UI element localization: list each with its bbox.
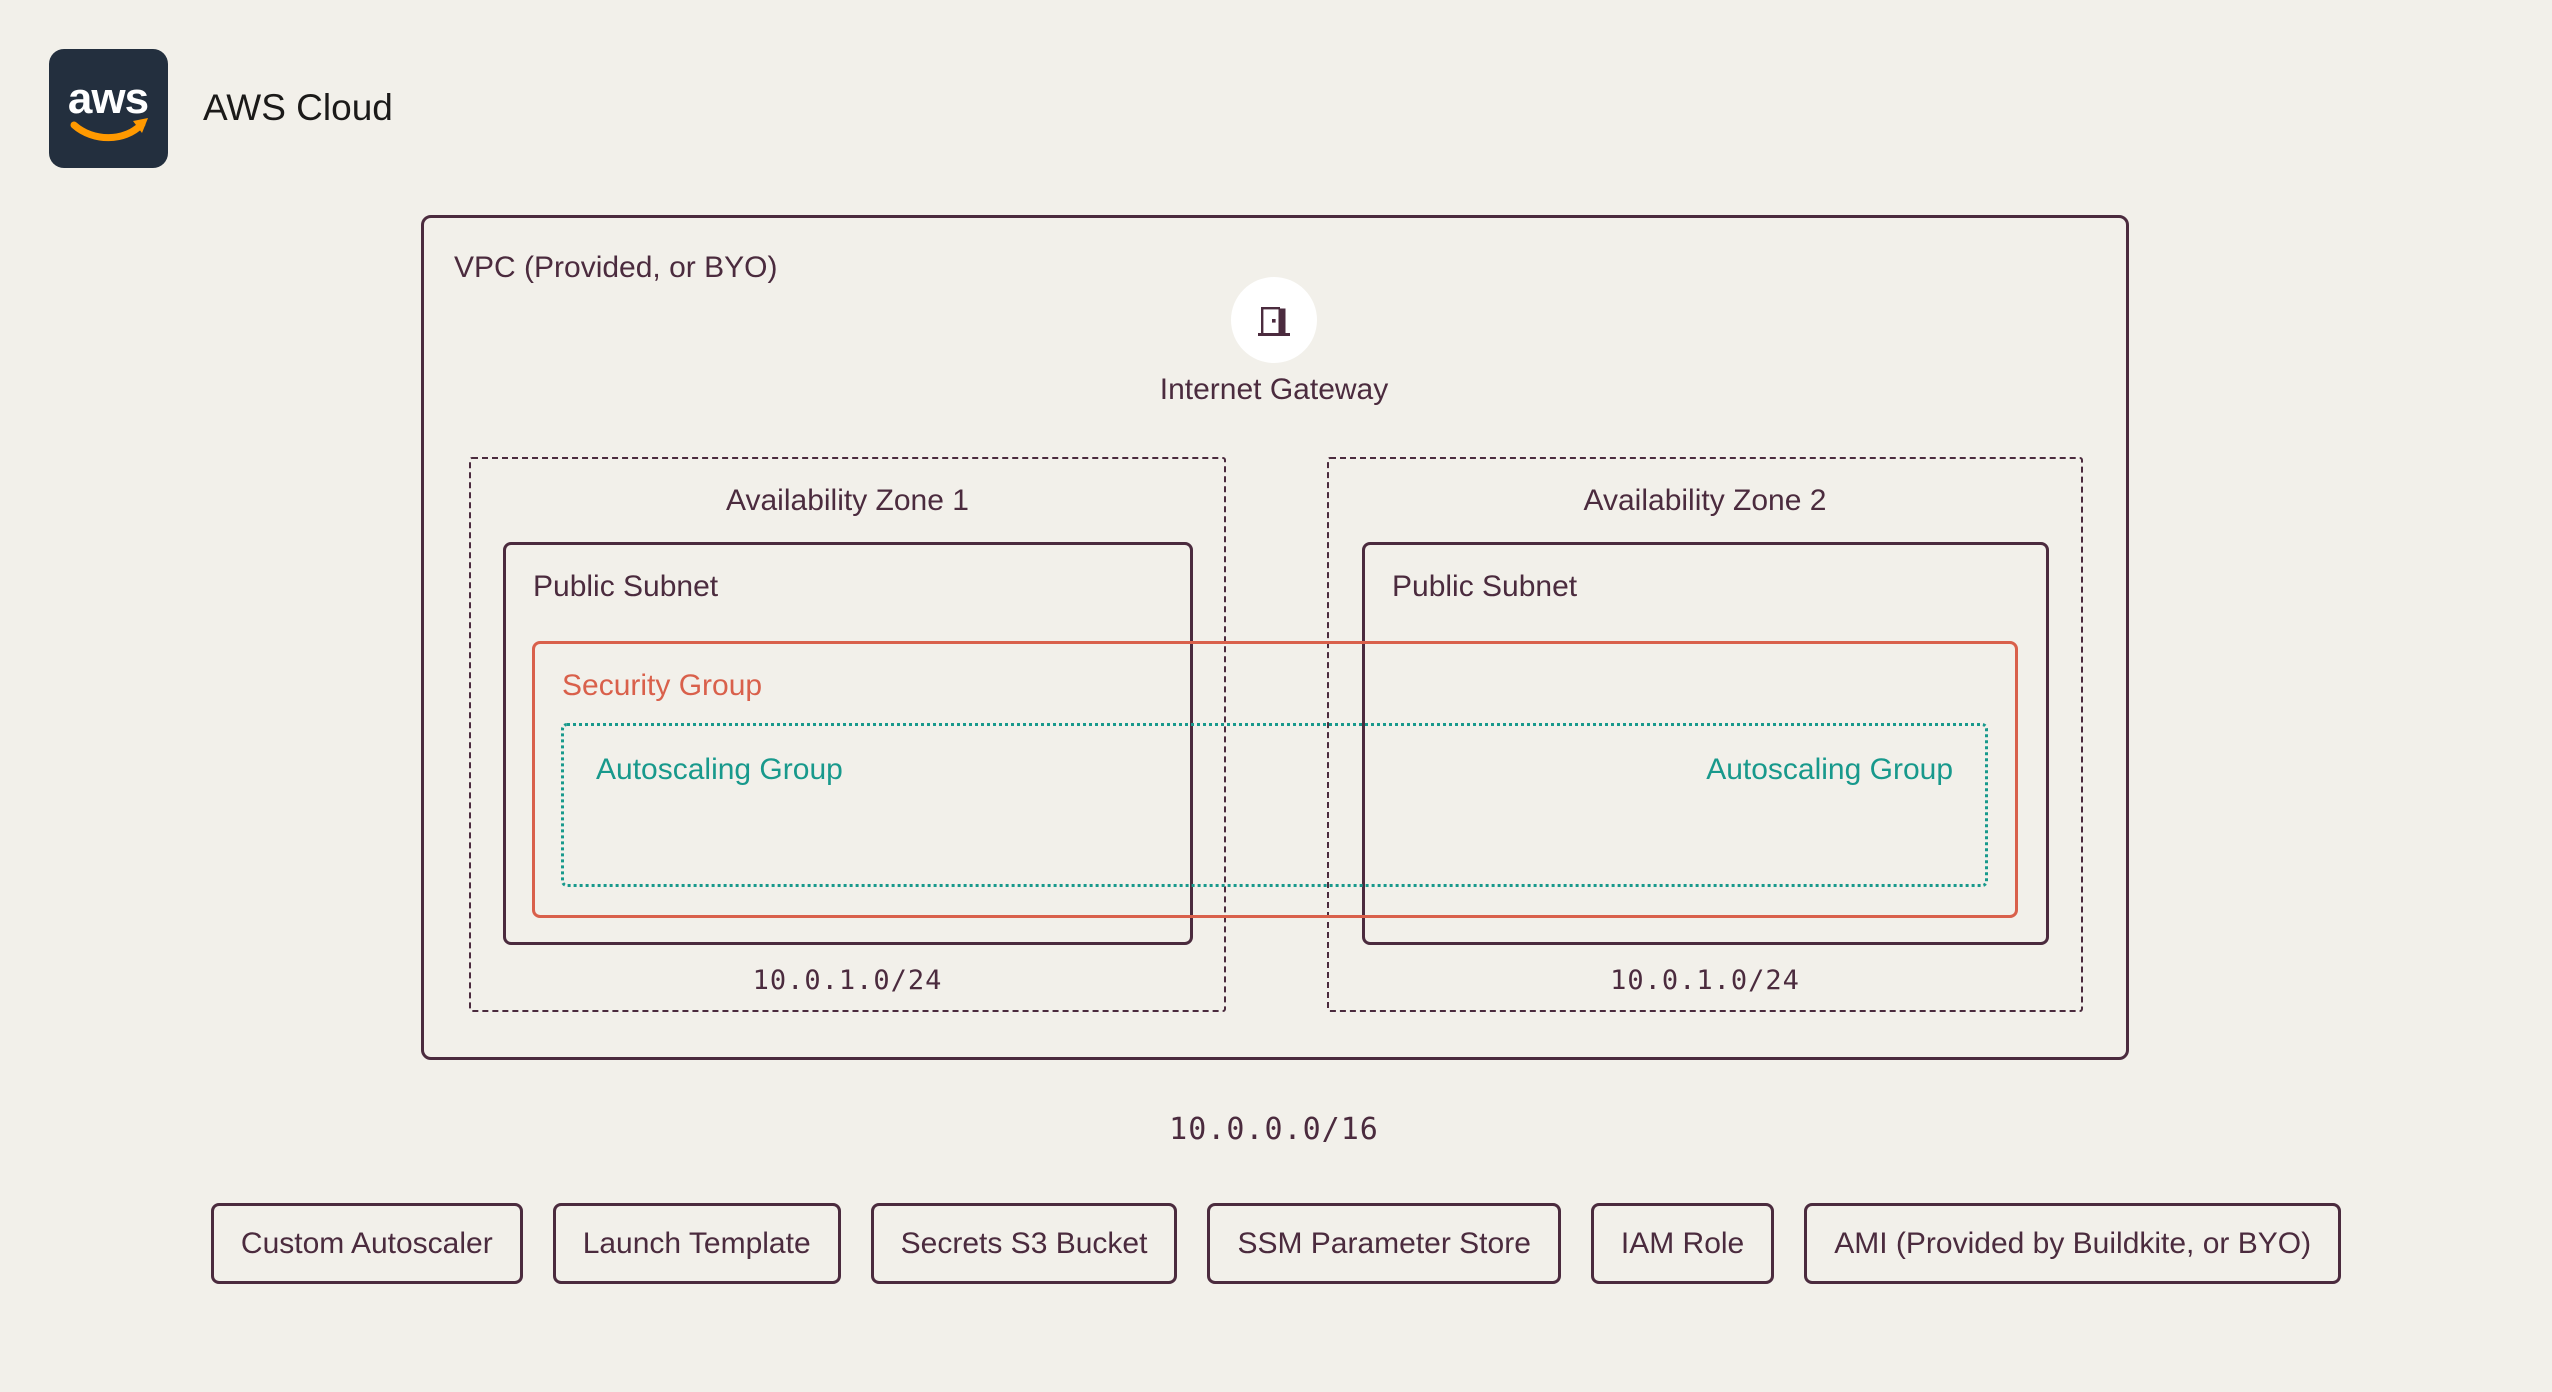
autoscaling-group-box: Autoscaling Group Autoscaling Group (561, 723, 1988, 887)
autoscaling-group-label-right: Autoscaling Group (1706, 753, 1953, 786)
resource-box-launch-template: Launch Template (552, 1203, 841, 1284)
door-icon (1258, 306, 1290, 336)
subnet-2-cidr-label: 10.0.1.0/24 (1610, 965, 1800, 996)
internet-gateway-node (1231, 277, 1317, 363)
internet-gateway-label: Internet Gateway (1159, 373, 1389, 406)
public-subnet-2: Public Subnet (1362, 542, 2049, 945)
resource-box-ami: AMI (Provided by Buildkite, or BYO) (1804, 1203, 2342, 1284)
resource-box-custom-autoscaler: Custom Autoscaler (210, 1203, 523, 1284)
resource-box-ssm-parameter-store: SSM Parameter Store (1207, 1203, 1561, 1284)
autoscaling-group-label-left: Autoscaling Group (596, 753, 843, 786)
aws-logo-text: aws (68, 74, 148, 123)
vpc-label: VPC (Provided, or BYO) (454, 251, 778, 284)
aws-smile-icon (70, 118, 148, 142)
security-group-box: Security Group (532, 641, 2018, 918)
aws-logo-art: aws (68, 74, 149, 142)
availability-zone-1-label: Availability Zone 1 (726, 484, 969, 517)
public-subnet-2-label: Public Subnet (1392, 570, 1578, 603)
resource-box-secrets-s3-bucket: Secrets S3 Bucket (870, 1203, 1178, 1284)
vpc-container: VPC (Provided, or BYO) (421, 215, 2129, 1060)
subnet-1-cidr-label: 10.0.1.0/24 (752, 965, 943, 996)
availability-zone-2-label: Availability Zone 2 (1583, 484, 1827, 517)
vpc-cidr-label: 10.0.0.0/16 (1169, 1112, 1379, 1147)
aws-cloud-label: AWS Cloud (203, 87, 393, 128)
security-group-label: Security Group (562, 669, 763, 702)
resources-row: Custom Autoscaler Launch Template Secret… (0, 1203, 2552, 1284)
availability-zone-1: Availability Zone 1 Public Subnet 10.0.1… (469, 457, 1226, 1012)
aws-logo: aws (49, 49, 168, 168)
public-subnet-1: Public Subnet (503, 542, 1193, 945)
availability-zone-2: Availability Zone 2 Public Subnet 10.0.1… (1327, 457, 2083, 1012)
public-subnet-1-label: Public Subnet (533, 570, 719, 603)
resource-box-iam-role: IAM Role (1590, 1203, 1775, 1284)
